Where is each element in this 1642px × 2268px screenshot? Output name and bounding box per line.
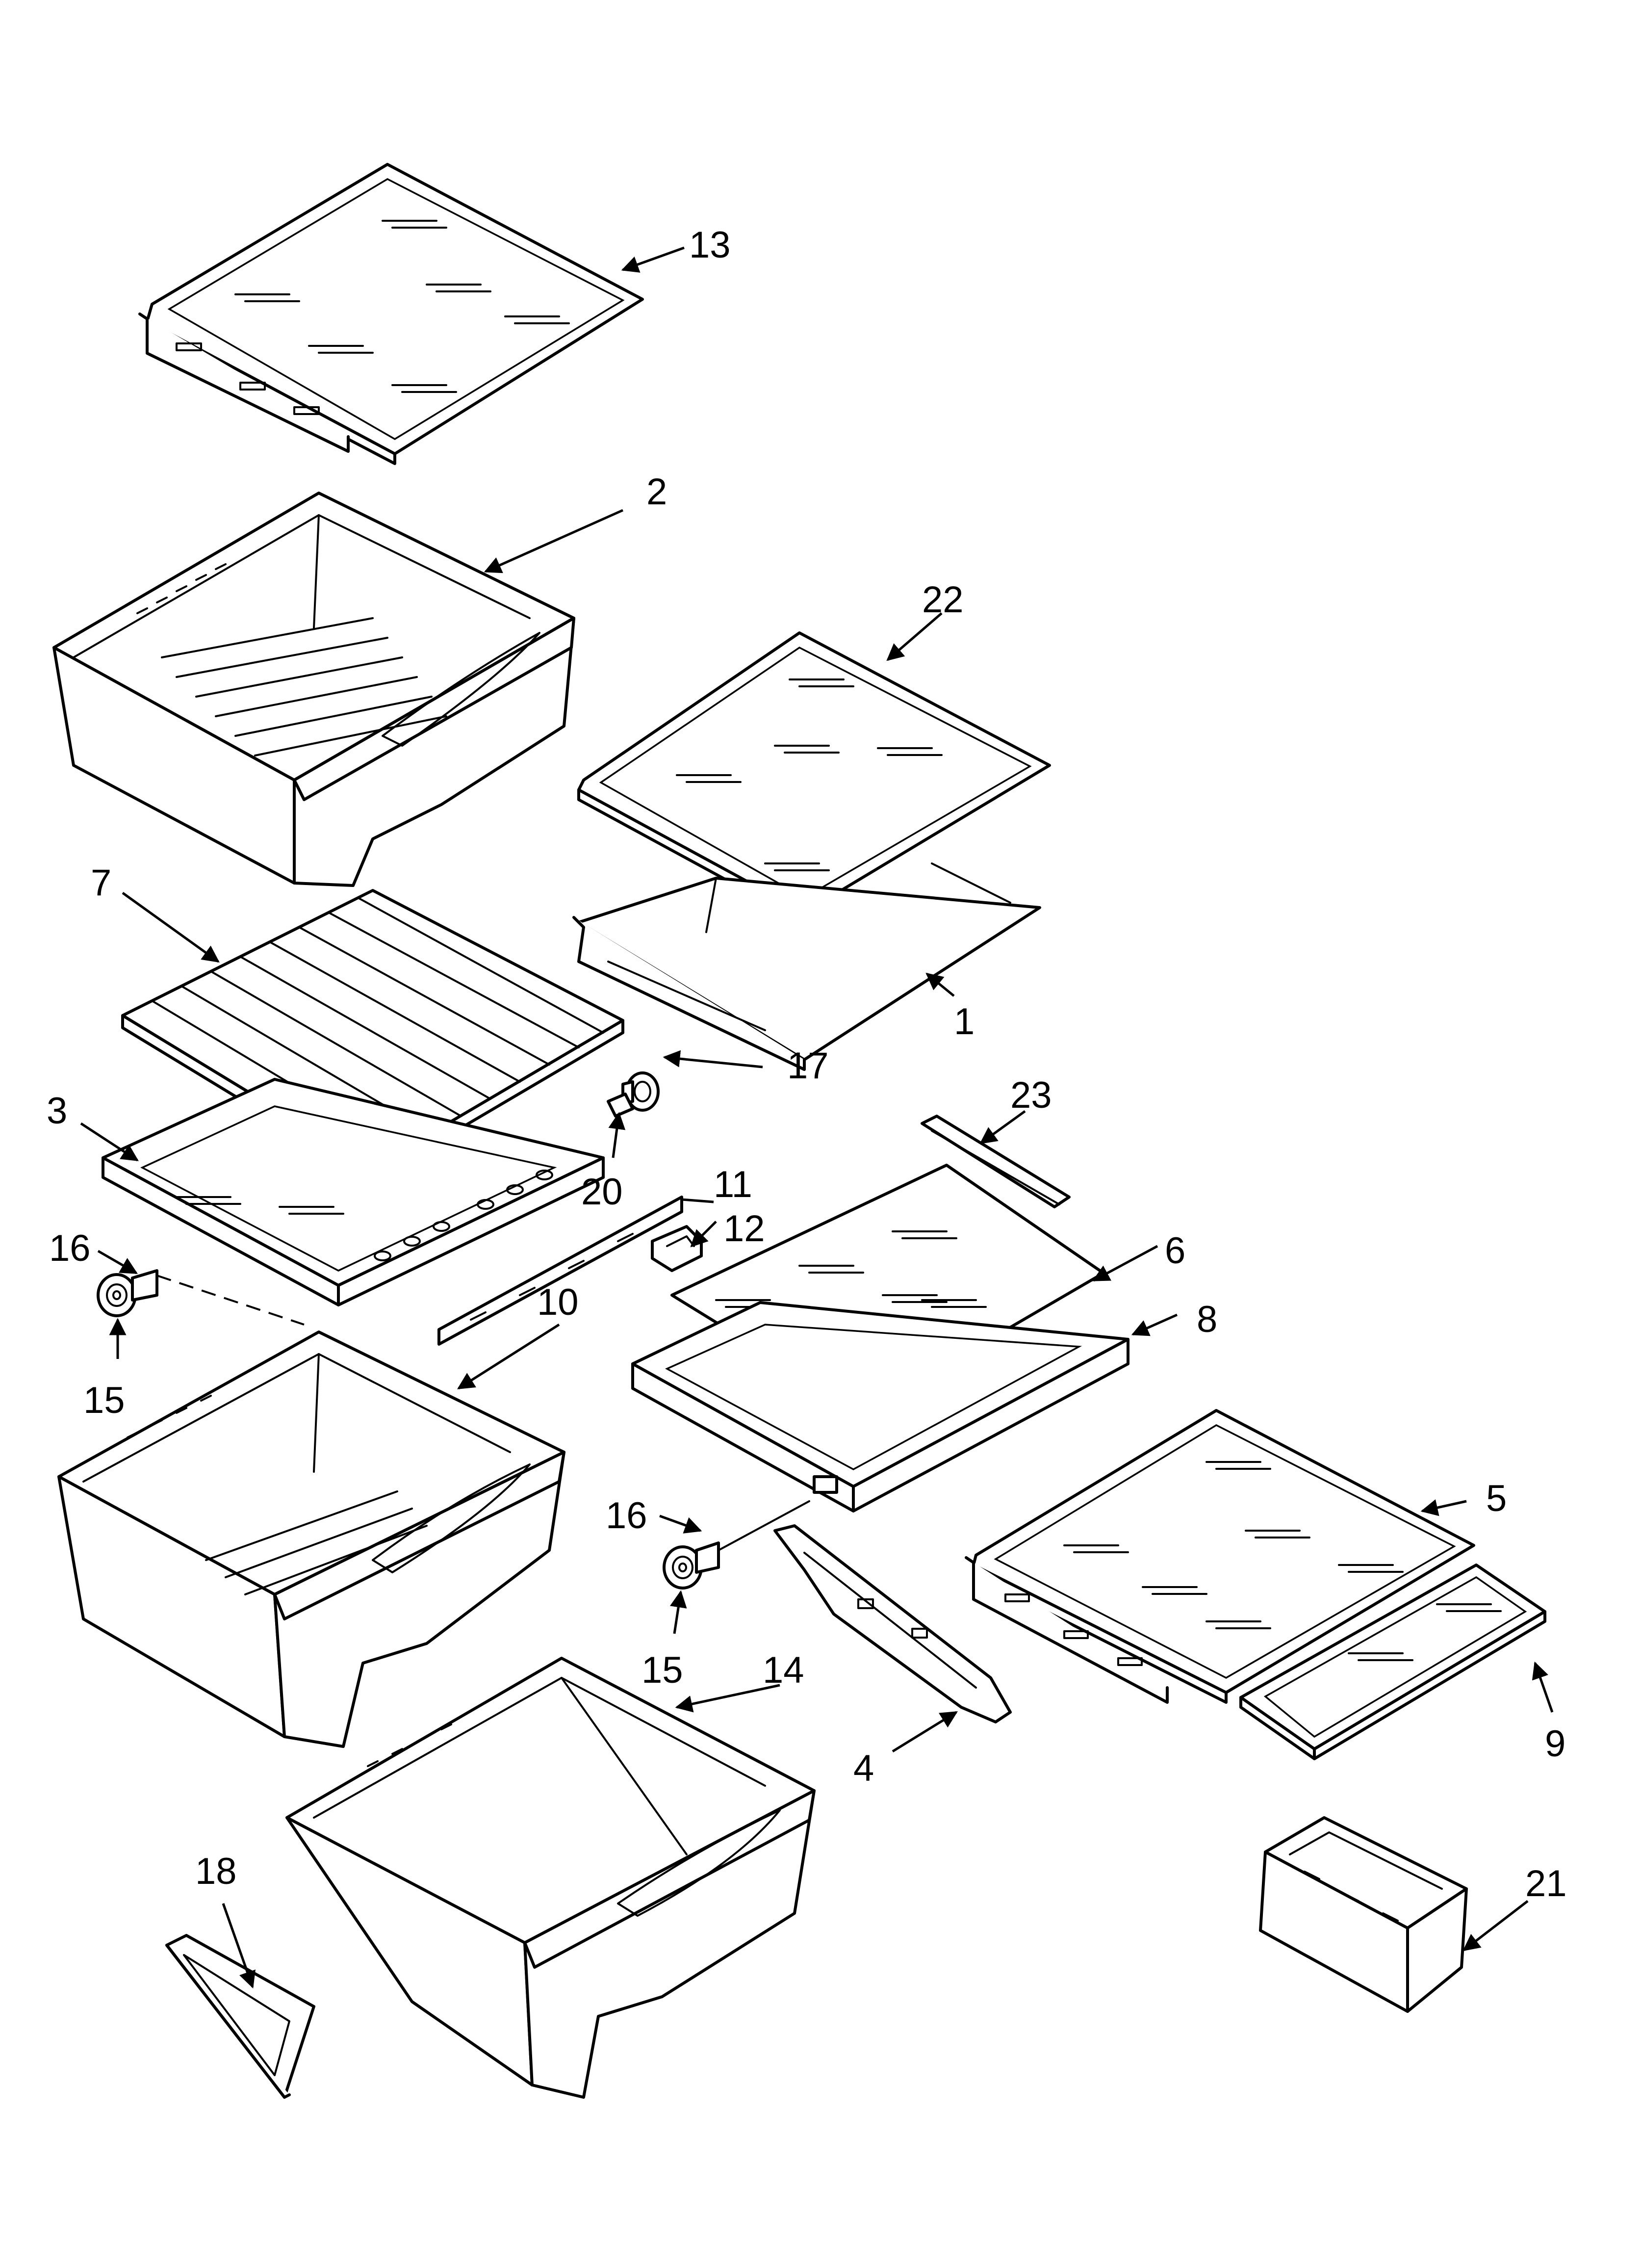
callout-5: 5 bbox=[1486, 1478, 1507, 1519]
callout-10: 10 bbox=[537, 1281, 579, 1323]
callout-12: 12 bbox=[723, 1208, 765, 1250]
callout-21: 21 bbox=[1525, 1863, 1567, 1904]
callout-17: 17 bbox=[787, 1045, 829, 1087]
leader-lines bbox=[80, 246, 1554, 1989]
callout-15-right: 15 bbox=[641, 1649, 683, 1691]
part-05-glass-shelf bbox=[965, 1409, 1475, 1704]
callout-1: 1 bbox=[954, 1001, 975, 1043]
callout-labels: 13 2 22 7 1 3 17 23 11 12 20 16 6 10 8 1… bbox=[47, 224, 1567, 1904]
part-15-roller-left bbox=[97, 1273, 137, 1317]
part-09-slide-shelf bbox=[1239, 1564, 1546, 1760]
callout-23: 23 bbox=[1010, 1074, 1052, 1116]
callout-15-left: 15 bbox=[83, 1380, 125, 1421]
callout-16-right: 16 bbox=[606, 1495, 647, 1537]
callout-8: 8 bbox=[1197, 1299, 1217, 1340]
part-22-glass-shelf bbox=[577, 631, 1051, 924]
part-04-rail-cover bbox=[773, 1524, 1012, 1723]
part-23-bracket bbox=[921, 1115, 1071, 1208]
part-02-crisper-drawer bbox=[52, 492, 575, 887]
part-03-cover-frame bbox=[102, 1078, 605, 1306]
callout-18: 18 bbox=[195, 1851, 237, 1892]
callout-16-left: 16 bbox=[49, 1227, 91, 1269]
part-17-roller bbox=[621, 1071, 660, 1112]
callout-14: 14 bbox=[763, 1649, 804, 1691]
callout-13: 13 bbox=[689, 224, 731, 266]
part-20-screw bbox=[607, 1093, 634, 1118]
part-01-shelf-frame bbox=[572, 862, 1041, 1071]
part-16-stud-right bbox=[695, 1500, 810, 1574]
callout-3: 3 bbox=[47, 1090, 67, 1132]
callout-7: 7 bbox=[91, 862, 111, 904]
part-12-clip bbox=[651, 1225, 703, 1272]
part-10-drawer-rail bbox=[437, 1196, 683, 1346]
callout-20: 20 bbox=[581, 1171, 623, 1213]
part-21-small-bin bbox=[1259, 1816, 1468, 2013]
part-14-crisper-drawer bbox=[285, 1657, 816, 2099]
part-13-glass-shelf bbox=[138, 163, 644, 465]
callout-9: 9 bbox=[1545, 1723, 1565, 1765]
part-08-crisper-frame bbox=[631, 1301, 1129, 1512]
part-16-stud-left bbox=[131, 1269, 305, 1326]
part-10-crisper-drawer bbox=[57, 1330, 565, 1748]
callout-22: 22 bbox=[922, 579, 964, 621]
callout-6: 6 bbox=[1165, 1230, 1185, 1272]
part-18-label-plate bbox=[165, 1934, 315, 2099]
callout-4: 4 bbox=[853, 1747, 874, 1789]
callout-2: 2 bbox=[646, 471, 667, 513]
callout-11: 11 bbox=[714, 1164, 752, 1205]
